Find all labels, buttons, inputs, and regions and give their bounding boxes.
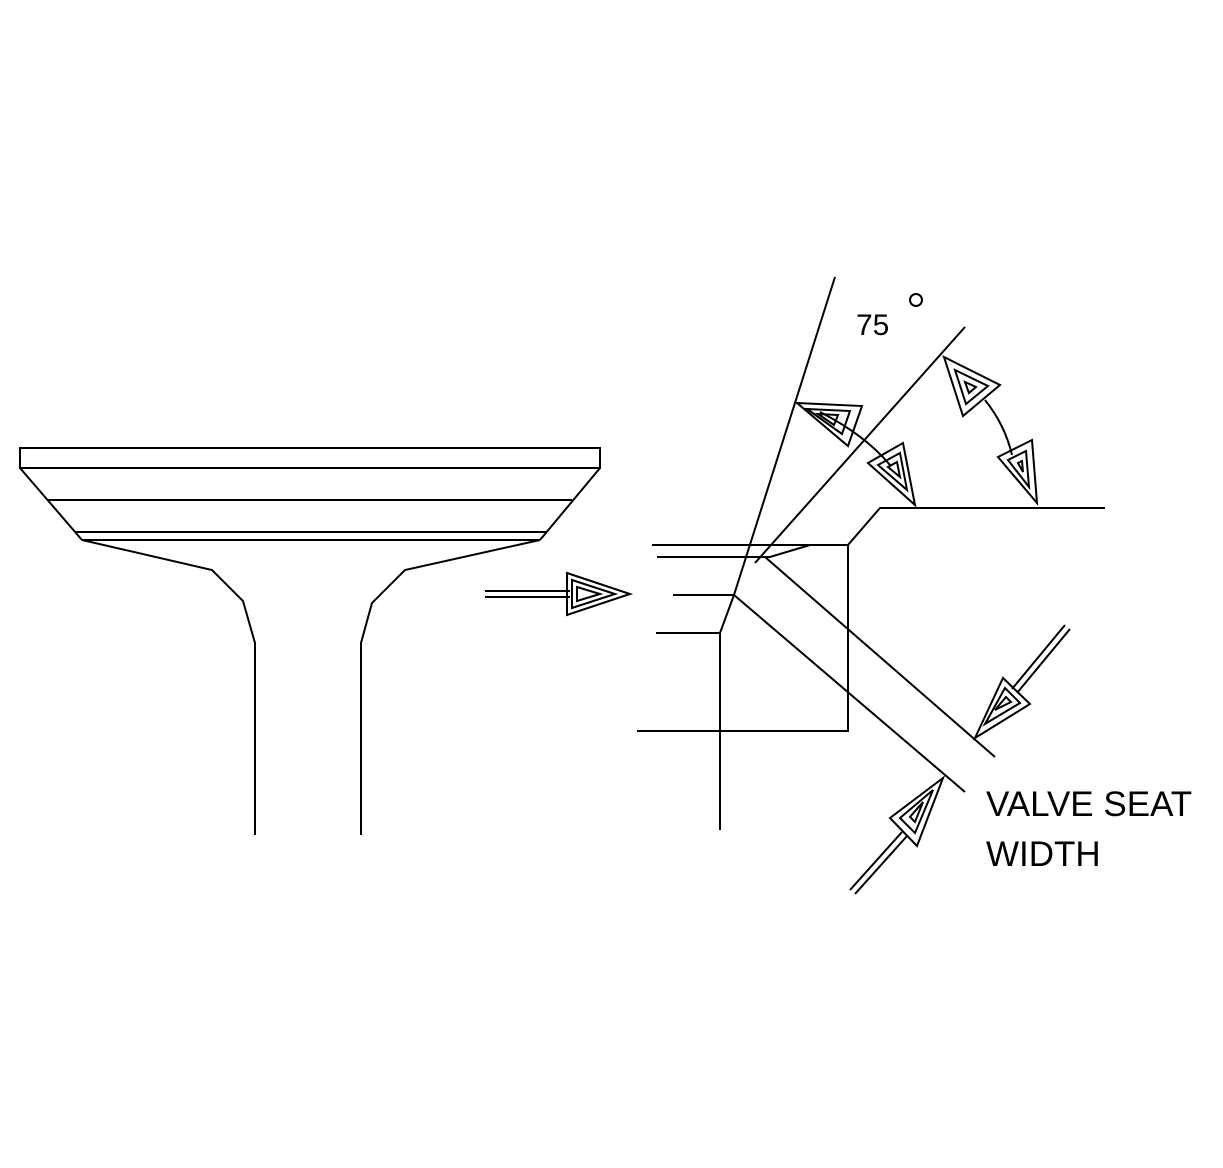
seat-width-line-lower [733,594,966,793]
angle-arrowhead-left [794,401,864,448]
detail-pointer-arrow [485,571,634,617]
seat-detail: 75 VALVE SEAT WIDTH [637,276,1192,895]
angle-label: 75 [856,309,889,342]
valve-drawing [19,447,601,835]
seat-width-label-line2: WIDTH [986,835,1101,874]
degree-symbol-icon [909,293,923,307]
valve-head-right-edge [539,467,601,541]
angle-arrowhead-right [866,441,917,508]
angle-arc-45 [984,399,1013,456]
seat-width-arrow-upper [972,624,1071,741]
angle-arc-75 [819,411,891,466]
seat-angle-arrowhead-bottom [996,438,1039,507]
angle-ref-line-left [733,276,836,596]
valve-neck-left [81,539,256,835]
seat-width-line-upper [764,556,996,758]
valve-head-top [19,447,601,469]
seat-width-label-line1: VALVE SEAT [986,785,1192,824]
valve-neck-right [360,539,541,835]
angle-ref-line-right [754,326,966,564]
seat-angle-arrowhead-top [942,355,1002,418]
port-line-4 [656,594,735,634]
valve-head-left-edge [19,467,83,541]
seat-top-surface [637,507,1105,732]
port-line-2 [657,544,811,558]
seat-width-arrow-lower [849,775,946,895]
